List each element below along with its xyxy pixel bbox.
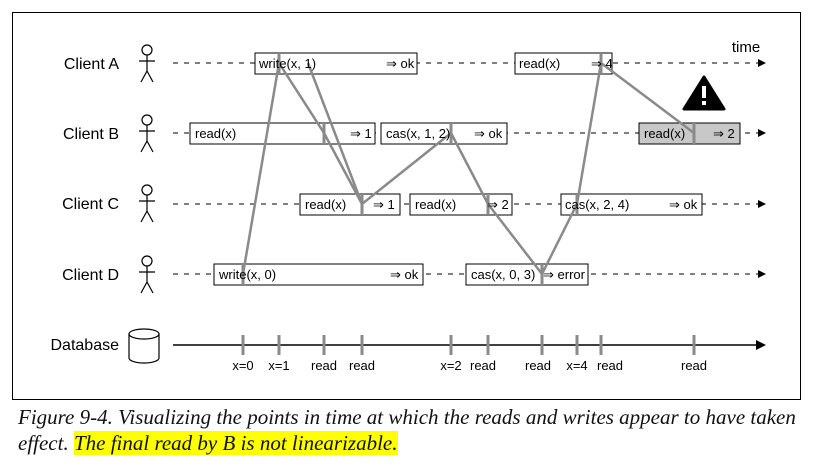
client-b-label: Client B <box>63 126 119 143</box>
diagram-frame: time Client A Client B Client C Client D… <box>12 12 801 400</box>
client-a-label: Client A <box>64 56 119 73</box>
op-b-read-label: read(x) <box>195 126 236 141</box>
op-box-a-write <box>254 52 418 75</box>
op-a-write-result: ⇒ ok <box>386 56 415 71</box>
op-c-cas-result: ⇒ ok <box>669 197 698 212</box>
db-event-label: x=1 <box>268 358 289 373</box>
caption-text: Figure 9-4. Visualizing the points in ti… <box>18 405 796 455</box>
op-c-read-2-result: ⇒ 2 <box>487 197 509 212</box>
op-box-a-read <box>514 52 613 75</box>
op-d-cas-label: cas(x, 0, 3) <box>471 267 535 282</box>
op-d-write-result: ⇒ ok <box>390 267 419 282</box>
op-d-cas-result: ⇒ error <box>543 267 586 282</box>
database-icon <box>128 328 160 364</box>
db-event-label: read <box>311 358 337 373</box>
db-event-label: read <box>681 358 707 373</box>
op-box-b-final-read <box>638 122 741 145</box>
caption-highlight: The final read by B is not linearizable. <box>73 431 398 455</box>
op-box-c-read-1 <box>299 193 401 216</box>
time-label: time <box>732 39 760 56</box>
op-a-read-result: ⇒ 4 <box>591 56 613 71</box>
linearizability-diagram: time Client A Client B Client C Client D… <box>51 39 766 373</box>
op-a-write-label: write(x, 1) <box>258 56 316 71</box>
op-d-write-label: write(x, 0) <box>218 267 276 282</box>
linearization-path <box>241 61 695 276</box>
op-box-c-cas <box>560 193 703 216</box>
op-b-cas-label: cas(x, 1, 2) <box>386 126 450 141</box>
op-box-b-read <box>189 122 376 145</box>
op-box-d-write <box>213 263 424 286</box>
db-event-label: read <box>349 358 375 373</box>
client-c-person-icon <box>139 184 155 223</box>
op-b-final-read-result: ⇒ 2 <box>713 126 735 141</box>
client-d-person-icon <box>139 255 155 294</box>
db-event-label: x=4 <box>566 358 587 373</box>
db-event-label: read <box>470 358 496 373</box>
op-c-read-2-label: read(x) <box>415 197 456 212</box>
op-b-read-result: ⇒ 1 <box>350 126 372 141</box>
op-c-read-1-result: ⇒ 1 <box>373 197 395 212</box>
op-c-read-1-label: read(x) <box>305 197 346 212</box>
op-b-cas-result: ⇒ ok <box>474 126 503 141</box>
op-box-d-cas <box>465 263 589 286</box>
client-c-label: Client C <box>62 196 119 213</box>
client-d-label: Client D <box>62 267 119 284</box>
db-event-label: x=2 <box>440 358 461 373</box>
client-b-person-icon <box>139 114 155 153</box>
op-c-cas-label: cas(x, 2, 4) <box>565 197 629 212</box>
db-event-label: read <box>525 358 551 373</box>
op-box-b-cas <box>380 122 508 145</box>
op-a-read-label: read(x) <box>519 56 560 71</box>
database-label: Database <box>51 337 120 354</box>
db-event-label: x=0 <box>232 358 253 373</box>
op-b-final-read-label: read(x) <box>644 126 685 141</box>
db-event-label: read <box>597 358 623 373</box>
client-a-person-icon <box>139 44 155 83</box>
figure-caption: Figure 9-4. Visualizing the points in ti… <box>18 404 808 456</box>
warning-triangle-icon <box>682 75 726 111</box>
database-event-ticks <box>241 335 696 355</box>
